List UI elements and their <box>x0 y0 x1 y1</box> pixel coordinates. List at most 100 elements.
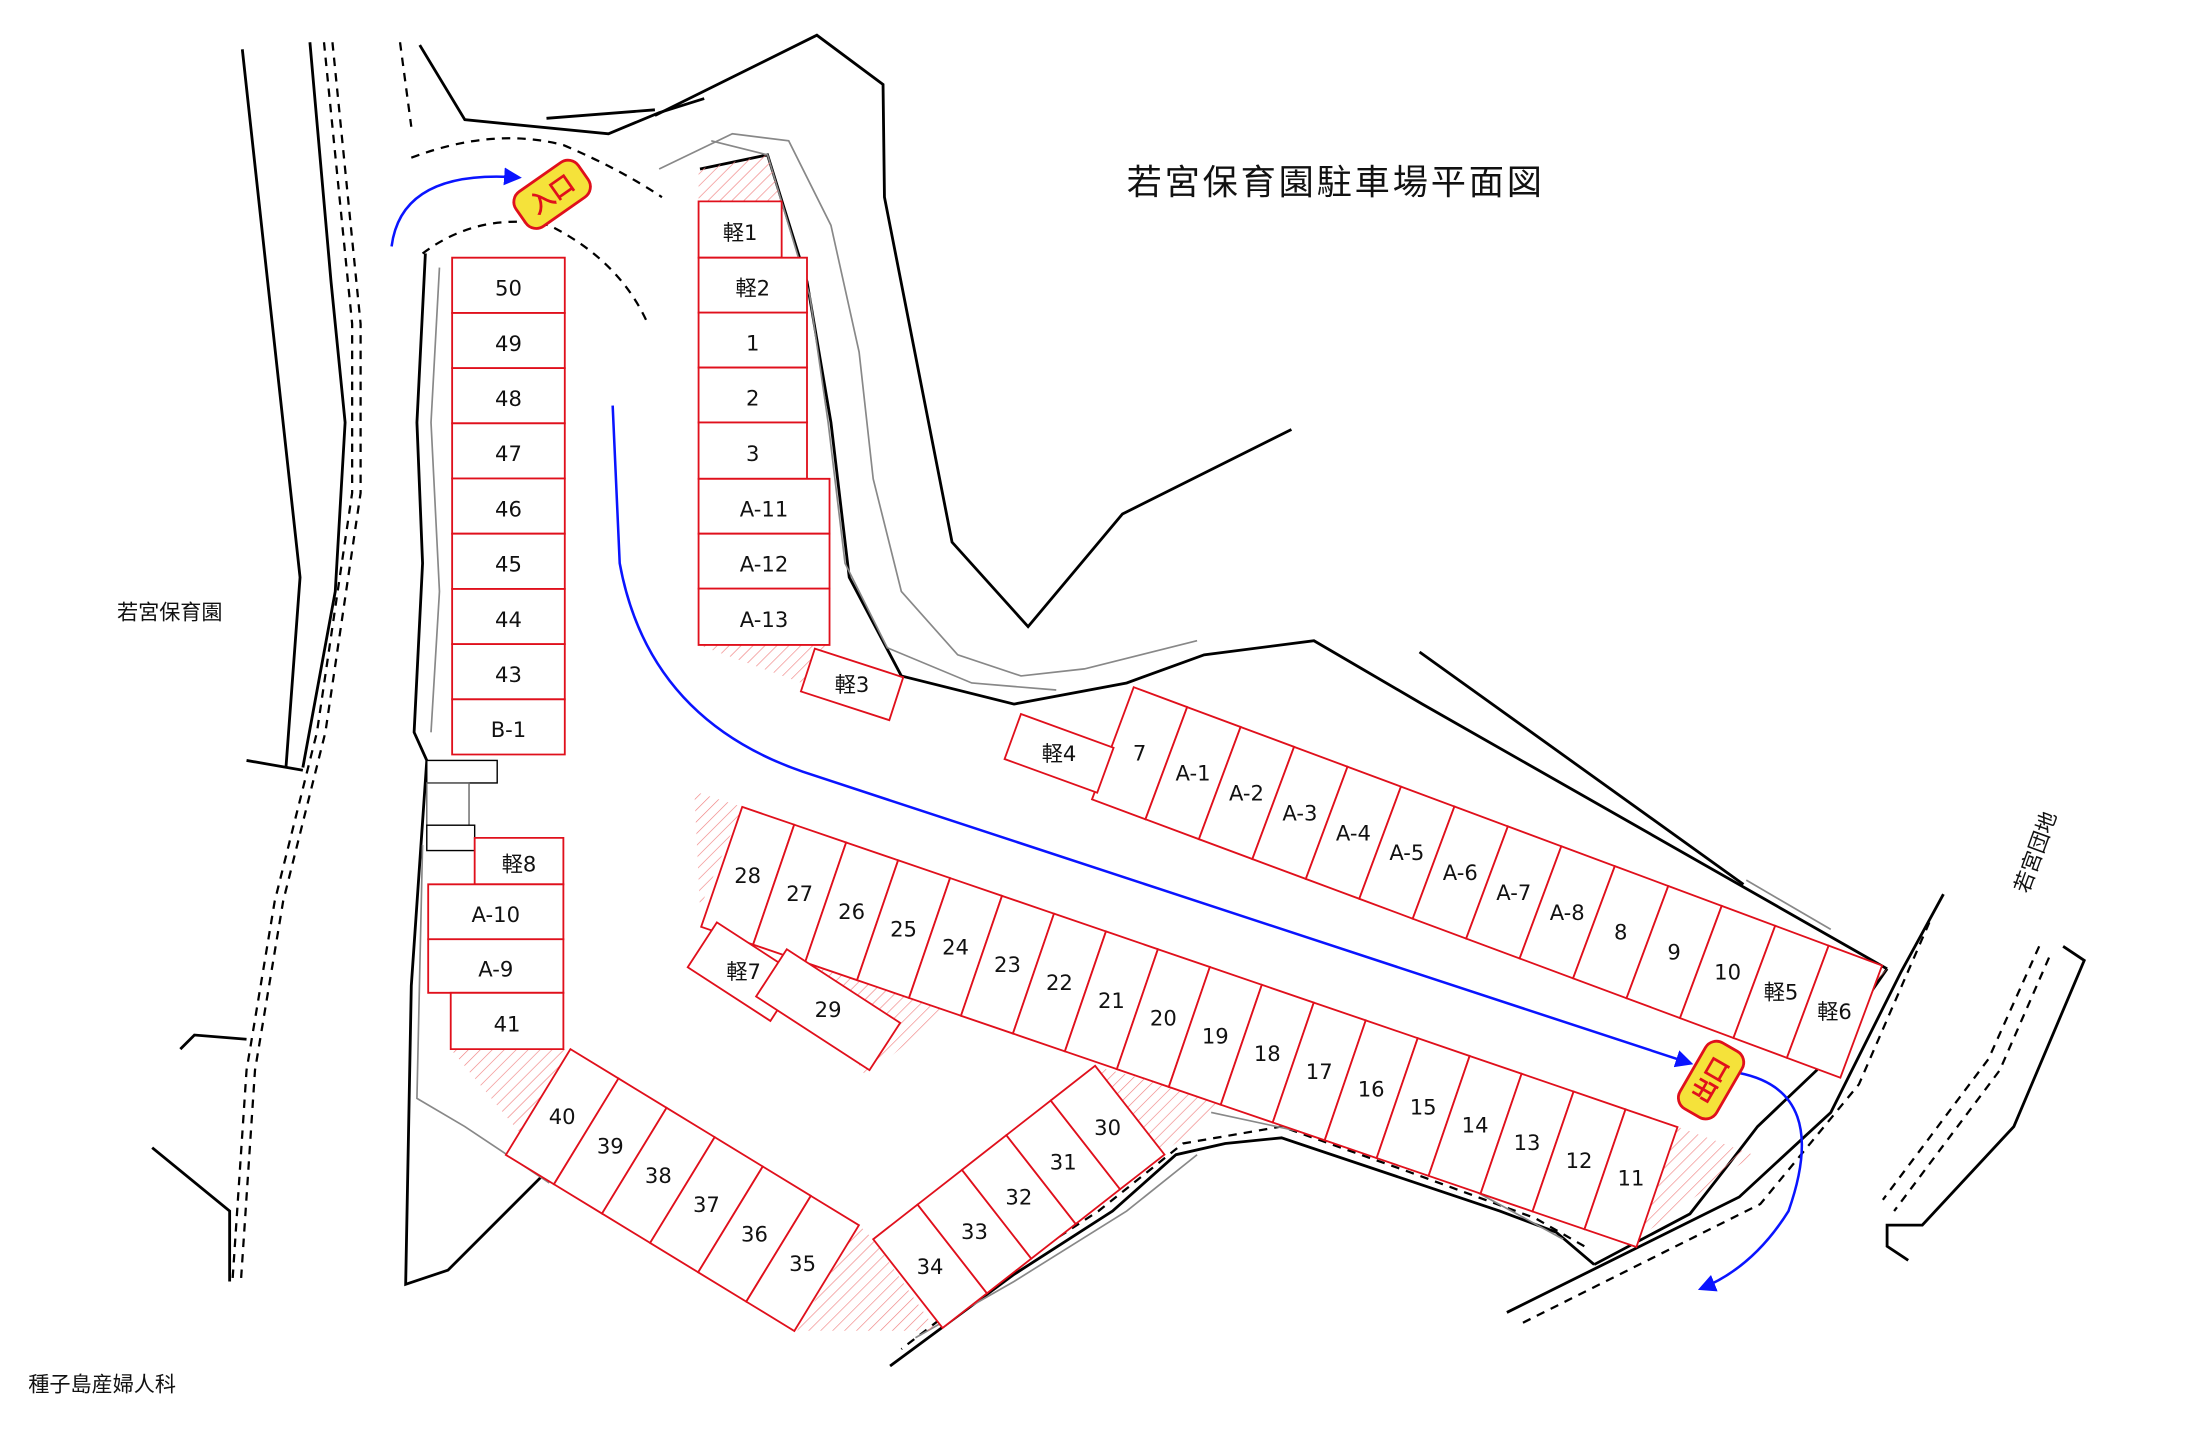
stall-number: 36 <box>741 1222 768 1247</box>
parking-stall: 2 <box>697 366 808 424</box>
stall-number: 3 <box>746 441 759 466</box>
parking-stall: 11 <box>1583 1108 1679 1249</box>
stall-number: A-4 <box>1336 820 1371 845</box>
driving-route-arrow <box>611 405 1694 1068</box>
parking-stall: A-9 <box>427 938 565 994</box>
stall-number: 13 <box>1514 1130 1541 1155</box>
parking-stall: 40 <box>504 1047 620 1186</box>
stall-number: 16 <box>1358 1077 1385 1102</box>
parking-stall: 23 <box>959 894 1056 1035</box>
stall-number: A-10 <box>472 902 520 927</box>
stall-number: 10 <box>1714 959 1741 984</box>
stall-number: 28 <box>734 863 761 888</box>
parking-stall: 軽6 <box>1785 944 1884 1079</box>
stall-number: 46 <box>495 496 522 521</box>
parking-stall: 29 <box>754 947 902 1072</box>
parking-stall: 39 <box>552 1077 668 1215</box>
parking-stall: 44 <box>451 587 566 646</box>
parking-stall: 46 <box>451 477 566 535</box>
stall-number: 11 <box>1618 1166 1645 1191</box>
parking-stall: 21 <box>1063 930 1160 1071</box>
stall-outline <box>697 587 831 646</box>
parking-stall: 35 <box>744 1194 861 1333</box>
stall-number: A-2 <box>1229 780 1264 805</box>
stall-number: 軽8 <box>502 851 537 876</box>
stall-number: 9 <box>1667 940 1680 965</box>
stall-number: A-13 <box>740 607 788 632</box>
stall-number: 8 <box>1614 920 1627 945</box>
stall-outline <box>1049 1064 1166 1191</box>
stall-outline <box>744 1194 861 1333</box>
stall-number: A-1 <box>1176 761 1211 786</box>
stall-number: 軽4 <box>1042 741 1077 766</box>
parking-stall: A-11 <box>697 477 831 535</box>
stall-number: B-1 <box>491 717 527 742</box>
stall-number: 軽1 <box>723 220 758 245</box>
stall-number: 45 <box>495 552 522 577</box>
stall-number: 50 <box>495 276 522 301</box>
exit-sign: 出口 <box>1676 1039 1746 1121</box>
parking-stall: 軽2 <box>697 256 808 314</box>
stall-outline <box>1785 944 1884 1079</box>
housing-label: 若宮団地 <box>2009 808 2061 896</box>
parking-stall: A-10 <box>427 883 565 941</box>
stall-outline <box>1003 712 1115 794</box>
parking-stall: 49 <box>451 311 566 370</box>
stall-number: A-12 <box>740 551 788 576</box>
parking-stall: 30 <box>1049 1064 1166 1191</box>
clinic-label: 種子島産婦人科 <box>28 1371 176 1396</box>
parking-stall: 軽8 <box>473 836 565 886</box>
parking-stall: 軽3 <box>799 647 905 722</box>
parking-stall: 50 <box>451 256 566 314</box>
stall-number: A-8 <box>1550 900 1585 925</box>
stall-outline <box>451 698 566 756</box>
stall-number: 15 <box>1410 1095 1437 1120</box>
parking-stall: A-13 <box>697 587 831 646</box>
stall-number: 39 <box>597 1134 624 1159</box>
stall-number: 38 <box>645 1163 672 1188</box>
parking-stall: A-4 <box>1304 765 1403 900</box>
stall-number: 12 <box>1566 1148 1593 1173</box>
entrance-arrow <box>390 167 522 247</box>
stall-outline <box>1583 1108 1679 1249</box>
stall-number: 27 <box>786 881 813 906</box>
entrance-sign: 入口 <box>512 158 592 230</box>
stall-number: 37 <box>693 1192 720 1217</box>
parking-stall: 軽4 <box>1003 712 1115 794</box>
stall-number: 35 <box>789 1251 816 1276</box>
stall-number: 1 <box>746 330 759 355</box>
parking-stall: 43 <box>451 643 566 701</box>
stall-number: 24 <box>942 934 969 959</box>
stall-outline <box>799 647 905 722</box>
nursery-label: 若宮保育園 <box>117 600 223 625</box>
stall-number: 49 <box>495 331 522 356</box>
stall-number: 19 <box>1202 1023 1229 1048</box>
parking-stall: 3 <box>697 421 808 480</box>
parking-stall: 48 <box>451 367 566 425</box>
parking-stall: A-12 <box>697 532 831 590</box>
stall-number: 18 <box>1254 1041 1281 1066</box>
parking-stall: 34 <box>871 1203 989 1330</box>
stall-number: A-7 <box>1496 880 1531 905</box>
stall-number: 軽5 <box>1764 979 1799 1004</box>
stall-number: 47 <box>495 441 522 466</box>
page-title: 若宮保育園駐車場平面図 <box>1127 162 1545 203</box>
stall-number: 34 <box>917 1254 944 1279</box>
stall-number: 17 <box>1306 1059 1333 1084</box>
stairs <box>426 759 498 852</box>
stall-outline <box>449 991 565 1051</box>
parking-stall: 1 <box>697 311 808 369</box>
stall-number: 14 <box>1462 1112 1489 1137</box>
stall-number: 軽3 <box>835 672 870 697</box>
exit-arrow <box>1697 1071 1804 1292</box>
stall-number: 43 <box>495 662 522 687</box>
parking-stall: 15 <box>1375 1037 1471 1178</box>
stall-number: 2 <box>746 385 759 410</box>
parking-stall: 12 <box>1531 1090 1627 1231</box>
parking-stall: 45 <box>451 532 566 590</box>
stall-number: 48 <box>495 386 522 411</box>
stall-number: A-3 <box>1282 800 1317 825</box>
route-arrows <box>390 167 1804 1292</box>
stall-number: 29 <box>815 997 842 1022</box>
